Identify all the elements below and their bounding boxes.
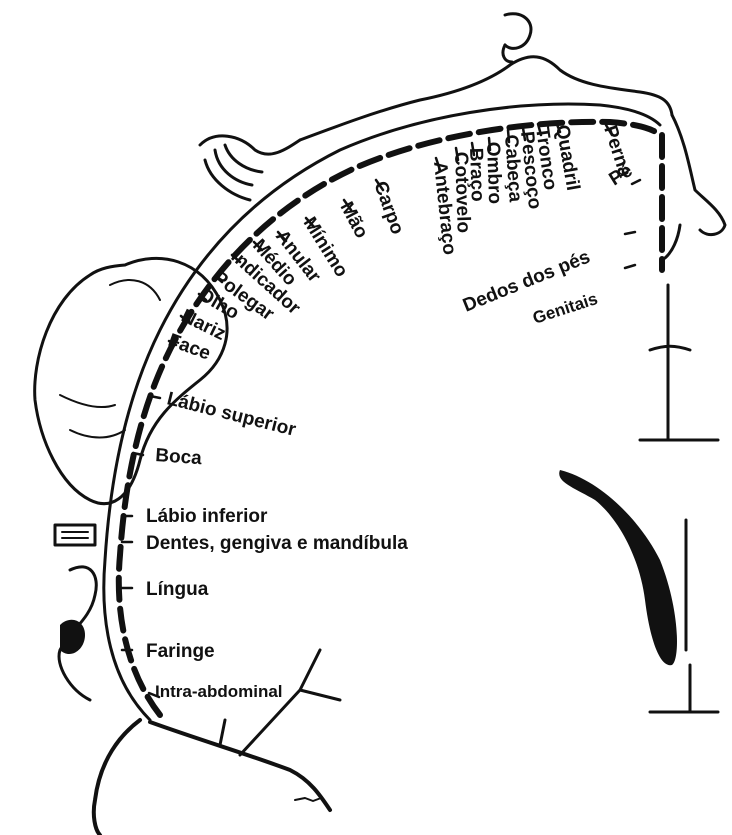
label-genitais: Genitais (530, 289, 600, 328)
label-intra-abdominal: Intra-abdominal (155, 682, 283, 701)
label-carpo: Carpo (369, 179, 408, 238)
label-labio-inferior: Lábio inferior (146, 506, 268, 527)
label-dentes-gengiva-mandibula: Dentes, gengiva e mandíbula (146, 533, 408, 554)
label-labio-superior: Lábio superior (165, 388, 299, 440)
label-boca: Boca (155, 445, 203, 469)
label-lingua: Língua (146, 579, 209, 600)
label-mao: Mão (336, 198, 372, 241)
homunculus-figure (35, 14, 725, 700)
label-faringe: Faringe (146, 641, 215, 662)
body-part-labels: Perna Quadril Tronco Pescoço Cabeça Ombr… (146, 123, 636, 701)
brain-cortex-outline (94, 104, 718, 835)
